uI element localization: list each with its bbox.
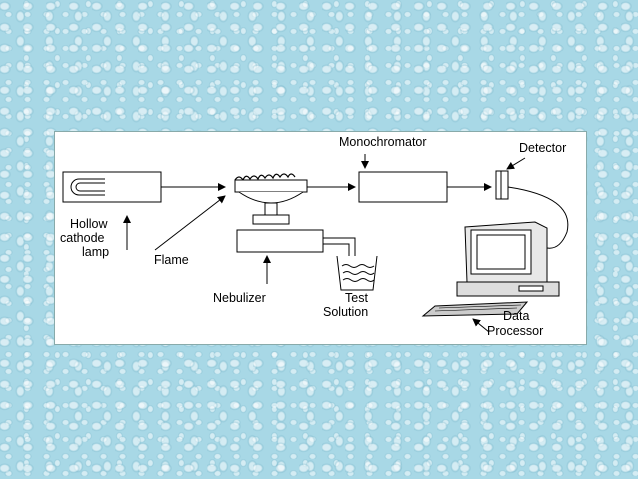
label-arrow <box>472 318 490 333</box>
nebulizer <box>236 229 356 256</box>
burner-flame <box>234 173 308 225</box>
label-cathode: cathode <box>60 231 105 245</box>
monochromator <box>358 171 448 203</box>
label-arrow <box>154 195 226 251</box>
label-test: Test <box>345 291 368 305</box>
label-lamp: lamp <box>82 245 109 259</box>
diagram-panel: Hollow cathode lamp Flame Monochromator … <box>54 131 587 345</box>
label-arrow <box>506 157 526 170</box>
label-hollow: Hollow <box>70 217 108 231</box>
label-flame: Flame <box>154 253 189 267</box>
aas-instrument-diagram: Hollow cathode lamp Flame Monochromator … <box>60 135 569 338</box>
test-solution-beaker <box>336 255 378 291</box>
label-data: Data <box>503 309 529 323</box>
hollow-cathode-lamp <box>62 171 162 203</box>
detector <box>495 170 509 200</box>
computer-icon <box>421 221 560 317</box>
label-monochromator: Monochromator <box>339 135 427 149</box>
label-solution: Solution <box>323 305 368 319</box>
label-processor: Processor <box>487 324 543 338</box>
signal-cable <box>507 186 569 249</box>
label-nebulizer: Nebulizer <box>213 291 266 305</box>
label-detector: Detector <box>519 141 566 155</box>
